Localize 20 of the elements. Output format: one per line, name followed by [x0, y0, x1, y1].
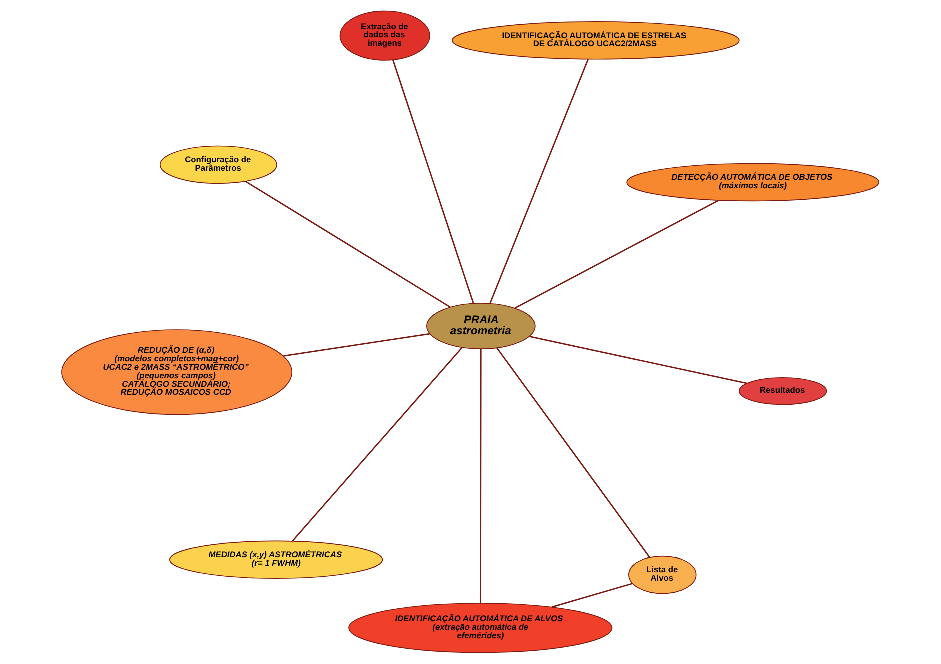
connector — [552, 583, 633, 608]
node-ellipse: Extração de dados das imagens — [340, 10, 430, 61]
node-ellipse: Configuração de Parâmetros — [160, 146, 278, 184]
connector — [490, 59, 589, 304]
connector — [292, 347, 463, 542]
node-ellipse: REDUÇÃO DE (α,δ) (modelos completos+mag+cor) UCAC2 e 2MASS “ASTROMÉTRICO” (pequenos campos) CATÁLOGO SECUNDÁRIO; REDUÇÃO MOSAICOS CCD — [62, 330, 293, 416]
node-ellipse: PRAIA astrometria — [426, 303, 536, 350]
connector — [514, 200, 720, 309]
node-ellipse: IDENTIFICAÇÃO AUTOMÁTICA DE ALVOS (extração automática de efemérides) — [348, 603, 613, 654]
connector — [496, 348, 650, 558]
connector — [530, 336, 748, 384]
connector — [246, 181, 451, 308]
connector — [480, 349, 482, 604]
connector — [284, 333, 430, 357]
node-ellipse: Resultados — [738, 377, 828, 406]
node-ellipse: DETECÇÃO AUTOMÁTICA DE OBJETOS (máximos locais) — [626, 163, 880, 202]
node-ellipse: Lista de Alvos — [628, 556, 697, 594]
node-ellipse: IDENTIFICAÇÃO AUTOMÁTICA DE ESTRELAS DE CATÁLOGO UCAC2/2MASS — [452, 22, 740, 60]
connector — [392, 60, 474, 304]
node-ellipse: MEDIDAS (x,y) ASTROMÉTRICAS (r= 1 FWHM) — [170, 540, 384, 580]
